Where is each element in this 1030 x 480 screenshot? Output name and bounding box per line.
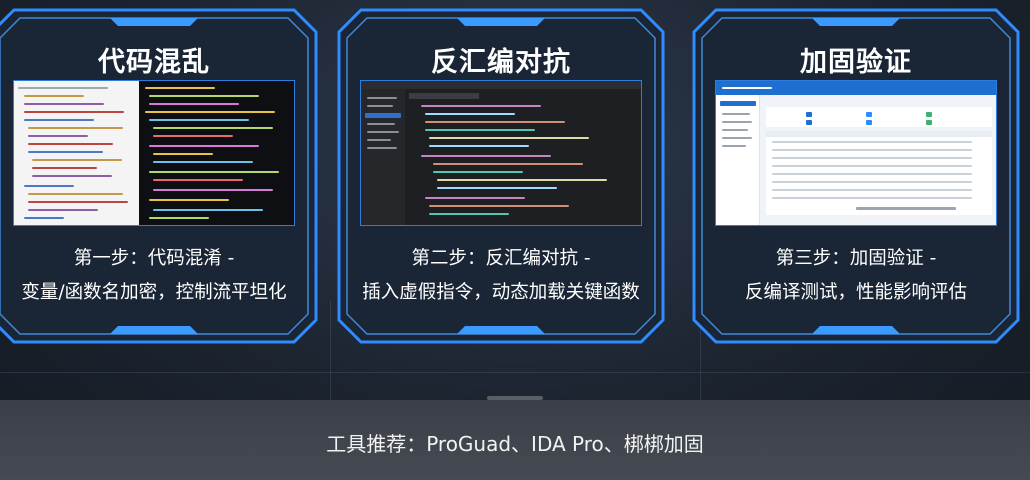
step-description: 反编译测试，性能影响评估 (744, 282, 967, 303)
panel-title: 加固验证 (800, 47, 912, 78)
source-pane (14, 81, 139, 225)
background-line (0, 372, 1030, 373)
step-heading: 第三步：加固验证 - (775, 248, 937, 269)
tools-recommendation: 工具推荐：ProGuad、IDA Pro、梆梆加固 (326, 432, 704, 456)
footer-divider (487, 396, 543, 400)
step-panel-anti-disassembly: 反汇编对抗 第二步：反汇编对 (337, 8, 665, 344)
step-heading: 第二步：反汇编对抗 - (411, 248, 591, 269)
background-line (330, 300, 331, 400)
step-panel-obfuscation: 代码混乱 (0, 8, 318, 344)
background-line (700, 300, 701, 400)
step-panel-hardening-verification: 加固验证 (692, 8, 1020, 344)
step-description: 插入虚假指令，动态加载关键函数 (362, 282, 640, 303)
step-heading: 第一步：代码混淆 - (73, 248, 235, 269)
admin-dashboard (716, 81, 996, 225)
panel-title: 反汇编对抗 (431, 47, 571, 78)
panel-title: 代码混乱 (98, 47, 210, 78)
dashboard-screenshot (715, 80, 997, 226)
footer-bar (0, 400, 1030, 480)
ide-screenshot (360, 80, 642, 226)
ide-window (361, 81, 641, 225)
code-editor-screenshot (13, 80, 295, 226)
obfuscated-pane (139, 81, 294, 225)
step-description: 变量/函数名加密，控制流平坦化 (21, 282, 287, 303)
